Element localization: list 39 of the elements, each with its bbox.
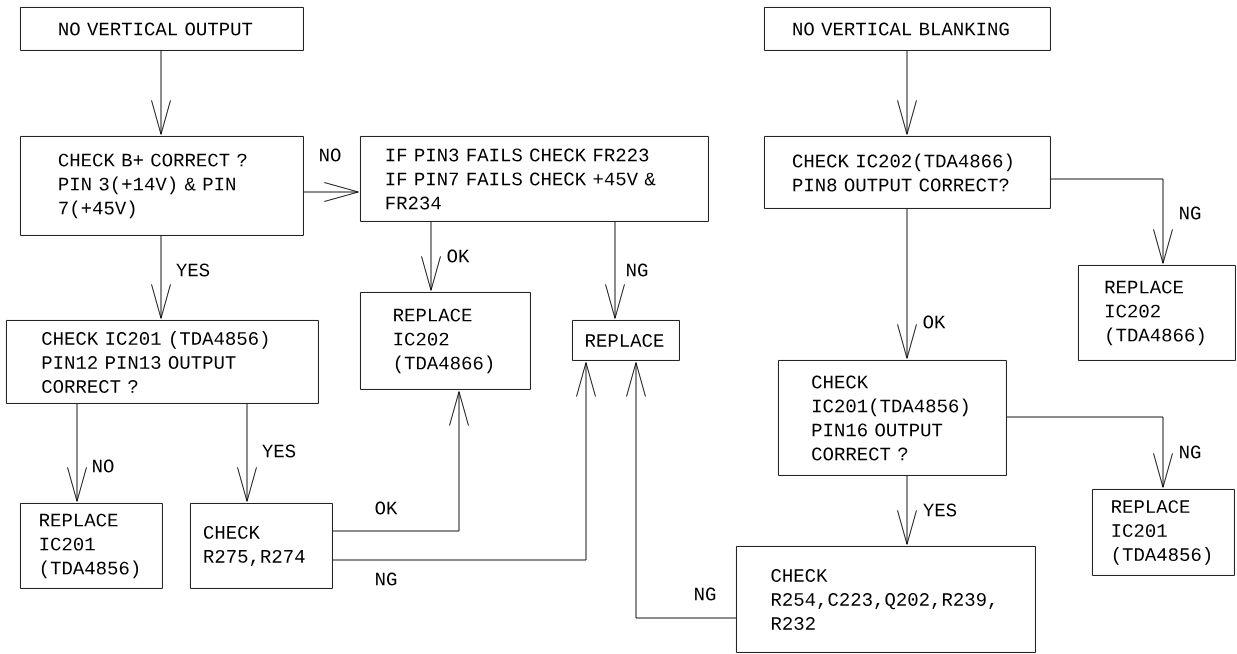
arrow bbox=[626, 362, 737, 619]
edge-label: NG bbox=[373, 571, 399, 587]
arrow bbox=[67, 403, 87, 502]
process-box: NO VERTICAL OUTPUT bbox=[20, 7, 304, 51]
edge-label: NG bbox=[692, 586, 718, 602]
process-box: CHECK IC202(TDA4866) PIN8 OUTPUT CORRECT? bbox=[764, 136, 1051, 209]
arrow bbox=[332, 391, 469, 532]
edge-label: NG bbox=[1177, 444, 1203, 460]
process-box: CHECK IC201(TDA4856) PIN16 OUTPUT CORRECT ? bbox=[778, 360, 1007, 476]
arrow bbox=[237, 403, 257, 502]
arrow bbox=[151, 50, 171, 135]
arrow bbox=[151, 235, 171, 319]
edge-label: OK bbox=[445, 248, 471, 264]
process-box: CHECK IC201 (TDA4856) PIN12 PIN13 OUTPUT CORRECT ? bbox=[6, 320, 319, 404]
process-box: REPLACE bbox=[572, 320, 680, 361]
edge-label: YES bbox=[921, 502, 959, 518]
arrow bbox=[1006, 416, 1173, 488]
edge-label: NG bbox=[624, 262, 650, 278]
process-box: CHECK R254,C223,Q202,R239, R232 bbox=[736, 546, 1036, 653]
arrow bbox=[605, 221, 625, 319]
edge-label: NG bbox=[1177, 205, 1203, 221]
process-box: REPLACE IC201 (TDA4856) bbox=[20, 503, 163, 589]
arrow bbox=[1050, 178, 1173, 264]
arrow bbox=[897, 208, 917, 359]
arrow bbox=[332, 362, 596, 561]
process-box: REPLACE IC202 (TDA4866) bbox=[360, 292, 531, 390]
process-box: IF PIN3 FAILS CHECK FR223 IF PIN7 FAILS CHECK +45V & FR234 bbox=[360, 136, 709, 222]
process-box: NO VERTICAL BLANKING bbox=[764, 7, 1051, 51]
edge-label: YES bbox=[174, 262, 212, 278]
arrow bbox=[897, 50, 917, 135]
process-box: CHECK B+ CORRECT ? PIN 3(+14V) & PIN 7(+45V) bbox=[20, 136, 304, 236]
edge-label: NO bbox=[317, 147, 343, 163]
process-box: REPLACE IC202 (TDA4866) bbox=[1078, 265, 1236, 361]
process-box: REPLACE IC201 (TDA4856) bbox=[1092, 489, 1235, 576]
process-box: CHECK R275,R274 bbox=[190, 503, 333, 589]
edge-label: YES bbox=[260, 443, 298, 459]
edge-label: OK bbox=[373, 500, 399, 516]
edge-label: OK bbox=[921, 314, 947, 330]
edge-label: NO bbox=[90, 458, 116, 474]
